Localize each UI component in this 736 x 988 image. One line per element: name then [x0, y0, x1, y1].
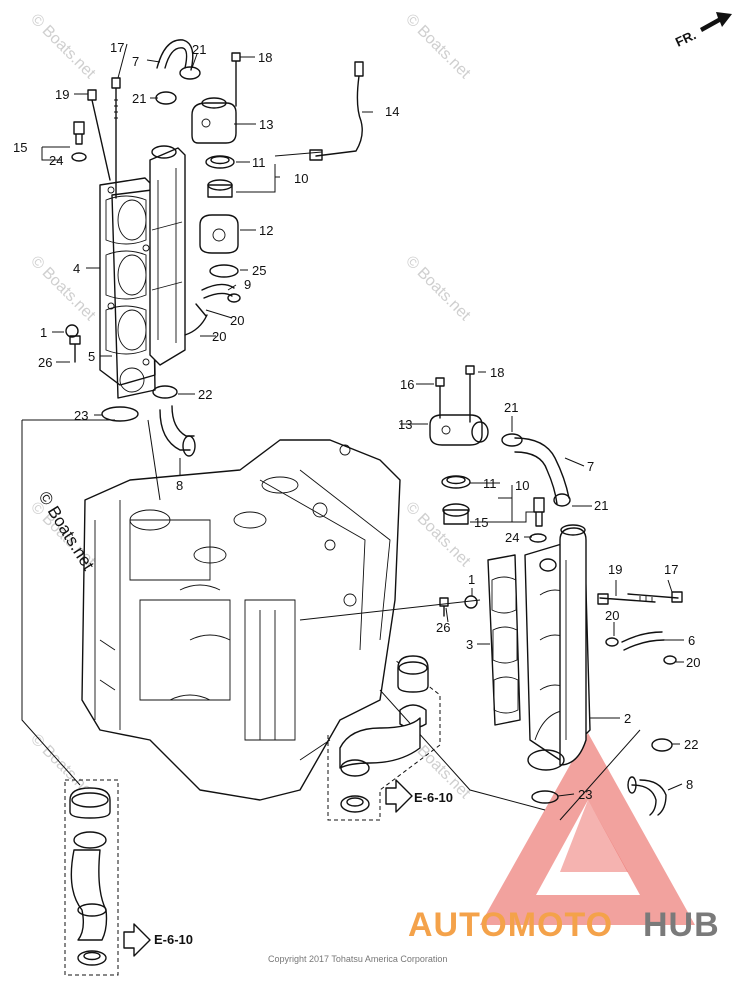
- callout-18: 18: [490, 365, 504, 380]
- copyright-text: Copyright 2017 Tohatsu America Corporati…: [268, 954, 447, 964]
- automotohub-logo-text: AUTOMOTO HUB: [408, 906, 720, 944]
- callout-5: 5: [88, 349, 95, 364]
- callout-13: 13: [259, 117, 273, 132]
- callout-2: 2: [624, 711, 631, 726]
- callout-15: 15: [474, 515, 488, 530]
- callout-22: 22: [684, 737, 698, 752]
- callout-1: 1: [40, 325, 47, 340]
- callout-20: 20: [230, 313, 244, 328]
- callout-15: 15: [13, 140, 27, 155]
- watermark: © Boats.net: [27, 253, 99, 325]
- callout-leaders: [41, 43, 684, 797]
- brand-part1: AUTOMOTO: [408, 906, 613, 944]
- callout-labels: 17 7 21 18 19 21 13 14 15 24 11 10 4 12 …: [13, 40, 700, 947]
- side-watermark: © Boats.net: [35, 488, 98, 574]
- callout-20: 20: [212, 329, 226, 344]
- reference-e-6-10: E-6-10: [154, 932, 193, 947]
- fr-label: FR.: [673, 27, 698, 49]
- callout-20: 20: [605, 608, 619, 623]
- callout-14: 14: [385, 104, 399, 119]
- callout-21: 21: [132, 91, 146, 106]
- callout-11: 11: [252, 155, 266, 170]
- callout-21: 21: [594, 498, 608, 513]
- reference-e-6-10: E-6-10: [414, 790, 453, 805]
- arrow-right-icon: [700, 12, 732, 32]
- watermark: © Boats.net: [402, 253, 474, 325]
- callout-25: 25: [252, 263, 266, 278]
- callout-24: 24: [49, 153, 63, 168]
- cylinder-block: [81, 439, 401, 801]
- callout-21: 21: [192, 42, 206, 57]
- callout-23: 23: [74, 408, 88, 423]
- callout-21: 21: [504, 400, 518, 415]
- callout-26: 26: [38, 355, 52, 370]
- callout-10: 10: [294, 171, 308, 186]
- mid-subassembly: [327, 655, 441, 821]
- callout-1: 1: [468, 572, 475, 587]
- callout-18: 18: [258, 50, 272, 65]
- callout-19: 19: [55, 87, 69, 102]
- callout-12: 12: [259, 223, 273, 238]
- callout-16: 16: [400, 377, 414, 392]
- callout-20: 20: [686, 655, 700, 670]
- front-direction-indicator: FR.: [673, 12, 732, 50]
- starboard-manifold-group: [65, 39, 364, 457]
- callout-7: 7: [132, 54, 139, 69]
- callout-19: 19: [608, 562, 622, 577]
- callout-13: 13: [398, 417, 412, 432]
- callout-22: 22: [198, 387, 212, 402]
- lower-subassembly: [64, 779, 151, 976]
- callout-9: 9: [244, 277, 251, 292]
- leader-lines: [21, 419, 641, 821]
- automotohub-logo-mark: [480, 733, 695, 925]
- callout-11: 11: [483, 476, 497, 491]
- callout-4: 4: [73, 261, 80, 276]
- callout-3: 3: [466, 637, 473, 652]
- callout-6: 6: [688, 633, 695, 648]
- brand-part2: HUB: [643, 906, 720, 944]
- callout-17: 17: [664, 562, 678, 577]
- watermark: © Boats.net: [27, 11, 99, 83]
- callout-8: 8: [686, 777, 693, 792]
- callout-23: 23: [578, 787, 592, 802]
- watermark: © Boats.net: [402, 11, 474, 83]
- port-manifold-group: [429, 365, 683, 816]
- callout-10: 10: [515, 478, 529, 493]
- callout-7: 7: [587, 459, 594, 474]
- callout-8: 8: [176, 478, 183, 493]
- callout-17: 17: [110, 40, 124, 55]
- callout-26: 26: [436, 620, 450, 635]
- callout-24: 24: [505, 530, 519, 545]
